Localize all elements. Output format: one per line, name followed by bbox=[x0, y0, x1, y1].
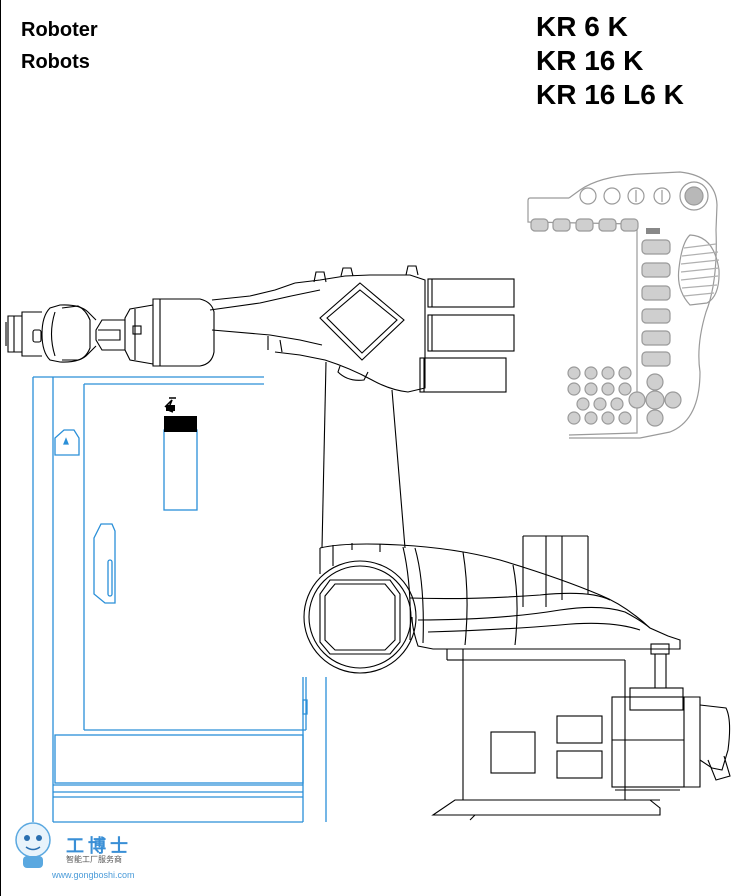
watermark-subtitle: 智能工厂服务商 bbox=[66, 855, 122, 864]
header-left: Roboter Robots bbox=[21, 14, 98, 78]
robot-lower-arm bbox=[321, 361, 406, 549]
robot-upper-arm bbox=[209, 265, 515, 393]
mascot-icon bbox=[15, 822, 51, 868]
robot-base bbox=[431, 535, 731, 821]
kuka-logo bbox=[164, 397, 197, 432]
title-german: Roboter bbox=[21, 19, 98, 41]
model-list: KR 6 K KR 16 K KR 16 L6 K bbox=[536, 10, 684, 112]
watermark-title: 工博士 bbox=[66, 836, 132, 856]
teach-pendant bbox=[527, 171, 720, 439]
watermark-url: www.gongboshi.com bbox=[52, 870, 135, 880]
page-left-border bbox=[0, 0, 1, 896]
robot-wrist bbox=[5, 298, 215, 367]
title-english: Robots bbox=[21, 51, 90, 73]
controller-cabinet bbox=[32, 376, 327, 823]
model-kr16k: KR 16 K bbox=[536, 45, 644, 76]
watermark: 工博士 智能工厂服务商 www.gongboshi.com bbox=[8, 818, 148, 888]
robot-shoulder bbox=[303, 543, 681, 674]
model-kr6k: KR 6 K bbox=[536, 11, 628, 42]
model-kr16l6k: KR 16 L6 K bbox=[536, 79, 684, 110]
